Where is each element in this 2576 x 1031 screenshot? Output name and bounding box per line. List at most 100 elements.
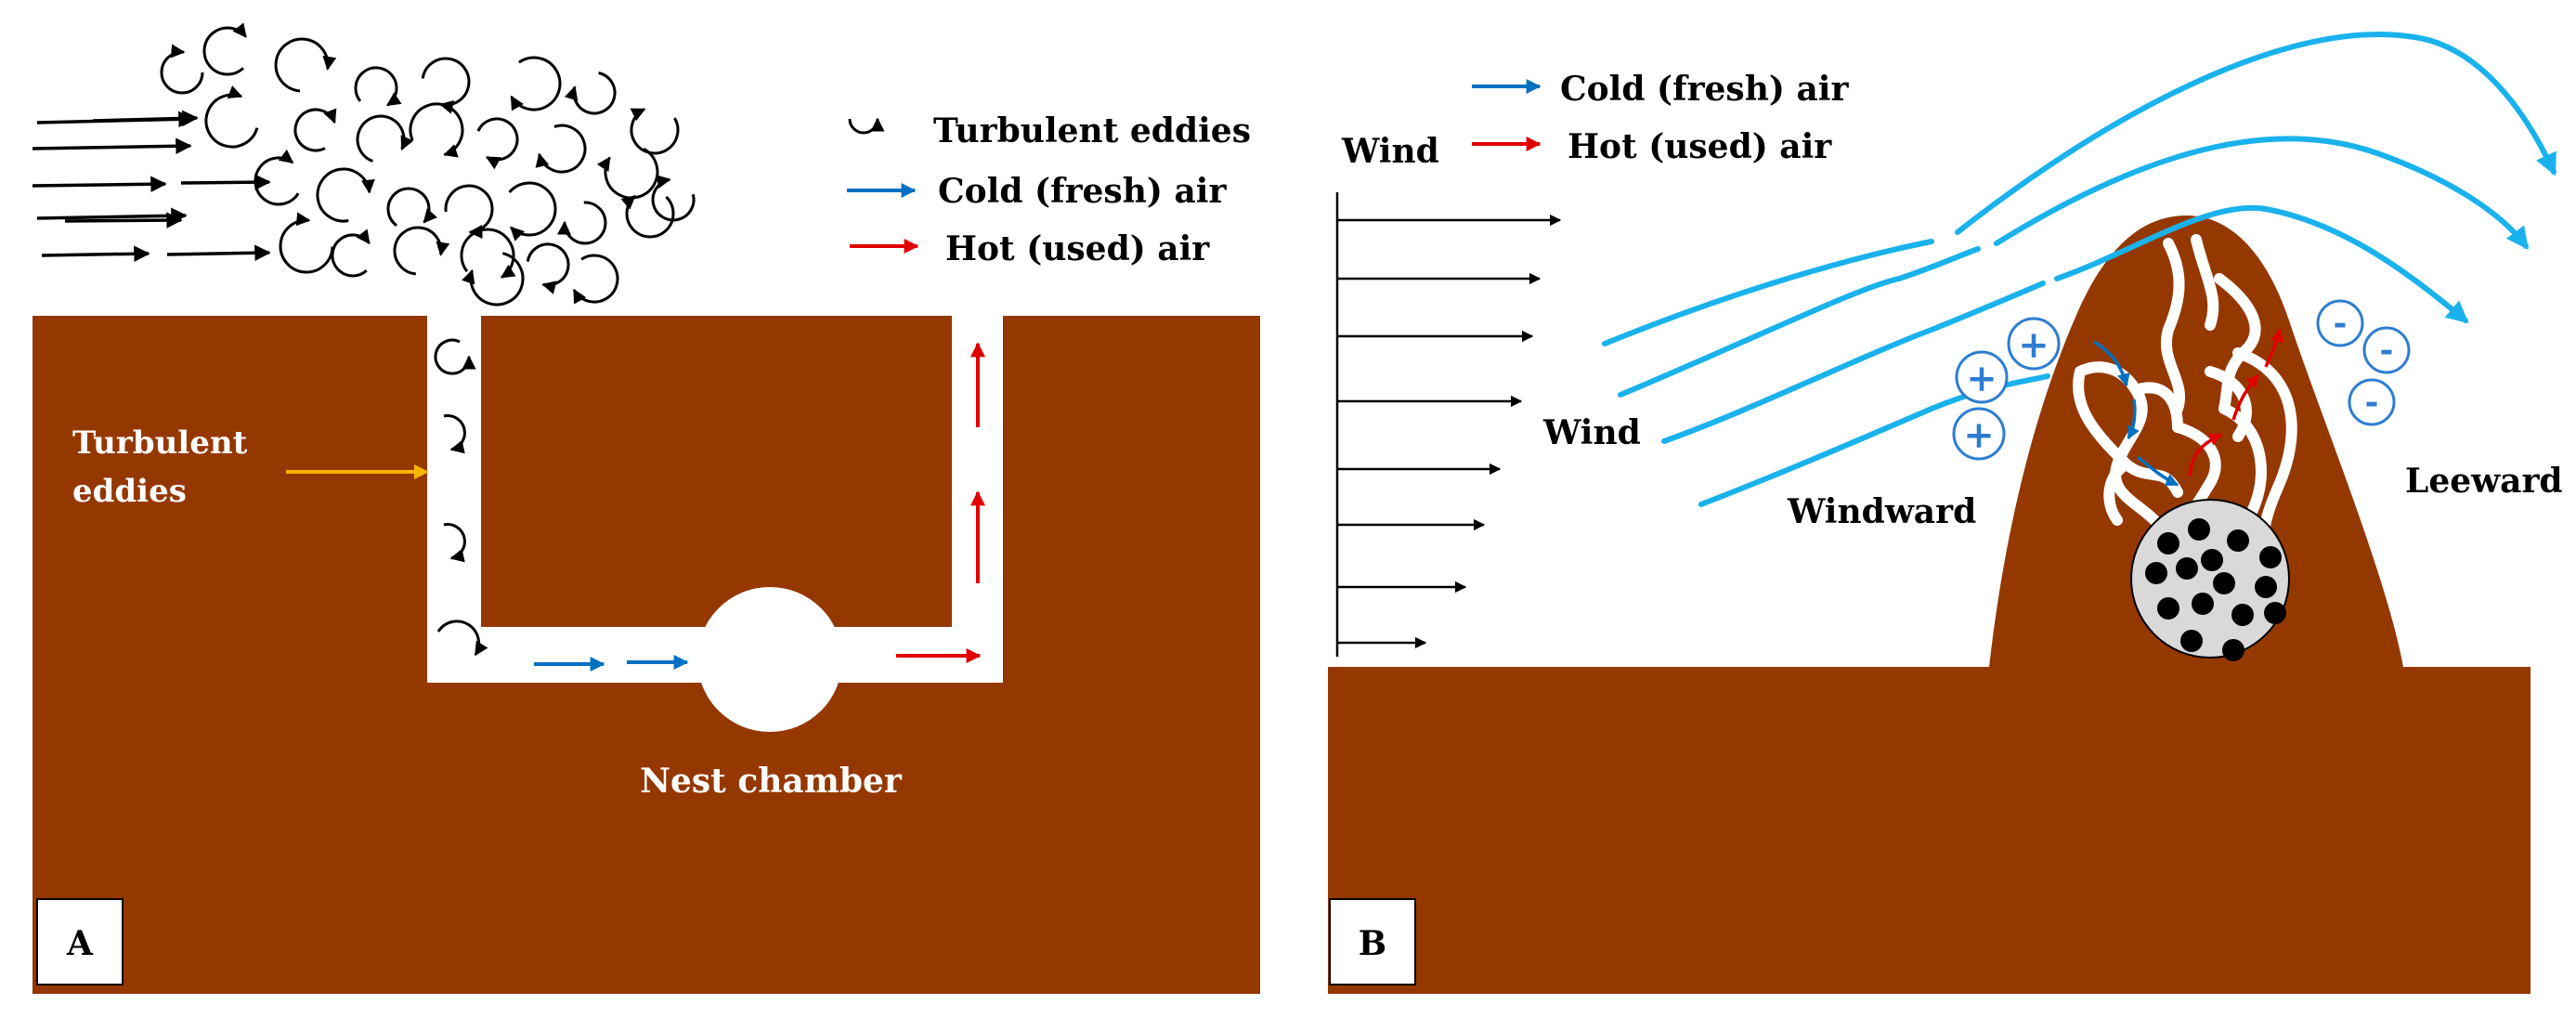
eddy-arrow (316, 167, 375, 223)
eddy-arrow (354, 66, 402, 107)
eddy-arrow (202, 22, 247, 76)
eddy-arrow (564, 72, 617, 115)
eddy-arrow (386, 187, 438, 228)
eddy-arrow (293, 108, 337, 152)
streamline (1698, 373, 2050, 507)
svg-text:-: - (2380, 331, 2394, 370)
termite (2231, 604, 2254, 626)
termite (2188, 518, 2210, 541)
shaft-eddy (436, 620, 488, 657)
hot-air-arrow (2231, 373, 2260, 421)
eddy-arrow (535, 124, 587, 174)
eddy-arrow (254, 149, 300, 206)
termite (2201, 549, 2223, 571)
minus-marker: - (2348, 378, 2396, 426)
svg-text:+: + (1966, 357, 1997, 400)
streamline (1618, 246, 1981, 398)
badge-a-box (36, 898, 124, 985)
termite (2213, 572, 2235, 594)
badge-b: B (1359, 924, 1386, 963)
termite (2192, 593, 2214, 615)
legend-cold-label: Cold (fresh) air (1560, 70, 1849, 109)
eddy-arrow (526, 242, 570, 294)
leeward-label: Leeward (2405, 462, 2563, 501)
cold-air-arrow (2127, 398, 2140, 440)
turbulent-eddy-cloud (160, 22, 696, 307)
termite (2157, 597, 2179, 620)
eddy-arrow (460, 228, 516, 279)
svg-text:-: - (2365, 383, 2379, 422)
cold-air-arrow (2093, 340, 2130, 387)
eddy-arrow (620, 194, 675, 239)
shaft-eddy (434, 338, 476, 375)
eddy-arrow (444, 184, 494, 239)
streamline (1955, 32, 2556, 235)
panel-b: + + + - - - Wind Wind Windward Leeward C (1328, 32, 2563, 994)
wind-label: Wind (1542, 413, 1641, 452)
cold-air-arrow (2136, 455, 2179, 487)
plus-marker: + (1952, 407, 2006, 461)
minus-marker: - (2362, 326, 2411, 374)
streamline (1661, 281, 2046, 444)
svg-text:+: + (1963, 413, 1995, 457)
panel-a: Turbulent eddies Nest chamber Turbulent … (32, 22, 1260, 994)
pressure-markers: + + + - - - (1952, 299, 2411, 461)
eddy-arrow (160, 44, 204, 95)
eddy-arrow (274, 37, 337, 93)
eddy-arrow (393, 226, 450, 276)
termite (2259, 546, 2282, 568)
eddy-arrow (630, 108, 680, 155)
eddy-arrow (462, 252, 525, 307)
eddy-arrow (356, 114, 414, 163)
mound-airflow (2093, 328, 2284, 487)
svg-text:-: - (2334, 304, 2348, 343)
badge-b-box (1329, 898, 1416, 985)
hot-air-arrow (2188, 433, 2223, 476)
legend-eddies-label: Turbulent eddies (933, 111, 1251, 150)
eddy-arrow (572, 254, 619, 305)
eddy-arrow (596, 147, 659, 200)
legend-eddy-icon (848, 117, 885, 135)
eddy-arrow (331, 228, 371, 278)
termite (2227, 529, 2249, 552)
side-label-eddies: eddies (72, 473, 187, 510)
svg-text:+: + (2018, 323, 2049, 367)
termite (2157, 532, 2179, 555)
termite-cluster (2145, 518, 2286, 661)
incoming-wind-arrows (32, 110, 271, 263)
eddy-arrow (421, 57, 471, 114)
nest-chamber (697, 587, 842, 732)
plus-marker: + (2007, 317, 2061, 371)
minus-marker: - (2316, 299, 2364, 347)
eddy-arrow (557, 201, 607, 245)
soil-block-a (33, 316, 1260, 994)
wind-streamlines (1602, 32, 2556, 507)
legend-hot-label: Hot (used) air (945, 229, 1210, 268)
eddy-arrow (510, 56, 562, 111)
tunnel-airflow (534, 342, 985, 672)
plus-marker: + (1955, 350, 2009, 404)
shaft-eddy (443, 523, 466, 563)
eddy-arrow (279, 212, 334, 274)
eddy-arrow (476, 117, 519, 170)
termite (2255, 576, 2277, 598)
eddy-arrow (508, 181, 557, 241)
shaft-eddy (443, 414, 466, 454)
termite (2176, 557, 2198, 580)
wind-profile-label: Wind (1341, 132, 1439, 171)
legend-hot-label: Hot (used) air (1568, 127, 1832, 166)
streamline (2054, 204, 2469, 324)
eddy-arrow (204, 85, 259, 149)
legend-cold-label: Cold (fresh) air (938, 172, 1227, 211)
nest-chamber-label: Nest chamber (640, 762, 903, 801)
shaft-eddies (434, 338, 488, 657)
eddy-arrow (651, 175, 696, 222)
termite (2222, 639, 2244, 661)
windward-label: Windward (1787, 492, 1976, 531)
hot-air-arrow (2264, 328, 2284, 368)
streamline (1602, 239, 1934, 346)
side-label-turbulent: Turbulent (72, 424, 248, 462)
eddies-pointer-head (414, 464, 429, 479)
termite (2180, 630, 2203, 652)
